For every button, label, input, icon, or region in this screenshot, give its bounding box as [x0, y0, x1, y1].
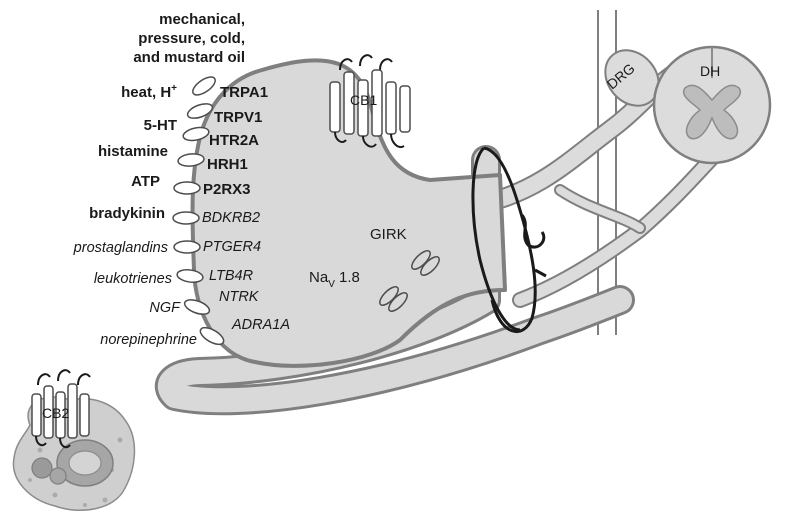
label-cb1: CB1 — [350, 92, 377, 108]
label-ptger4: PTGER4 — [203, 239, 261, 255]
label-p2rx3: P2RX3 — [203, 181, 251, 198]
stimulus-ngf: NGF — [149, 300, 181, 316]
stimulus-mechanical-line2: pressure, cold, — [138, 30, 245, 47]
label-ltb4r: LTB4R — [209, 268, 254, 284]
stimulus-5ht: 5-HT — [144, 117, 177, 134]
receptor-p2rx3 — [174, 182, 200, 194]
stimulus-mechanical-line1: mechanical, — [159, 11, 245, 28]
label-trpa1: TRPA1 — [220, 84, 268, 101]
label-trpv1: TRPV1 — [214, 109, 262, 126]
nerve-branch — [560, 190, 640, 228]
label-ntrk: NTRK — [219, 289, 260, 305]
label-hrh1: HRH1 — [207, 156, 248, 173]
label-cb2: CB2 — [42, 405, 69, 421]
label-nav18-base: Na — [309, 269, 329, 286]
immune-cell-vesicle-2 — [50, 468, 66, 484]
stimulus-leukotrienes: leukotrienes — [94, 271, 172, 287]
wrap-twist — [522, 215, 544, 247]
receptor-bdkrb2 — [173, 212, 199, 224]
stimulus-prostaglandins: prostaglandins — [73, 240, 168, 256]
label-bdkrb2: BDKRB2 — [202, 210, 260, 226]
immune-cell-nucleolus — [69, 451, 101, 475]
receptor-trpa1 — [190, 74, 218, 99]
stimulus-atp: ATP — [131, 173, 160, 190]
stimulus-bradykinin: bradykinin — [89, 205, 165, 222]
stimulus-heat-superscript: + — [171, 83, 177, 94]
immune-cell — [13, 370, 134, 510]
stimulus-heat-text: heat, H — [121, 84, 171, 101]
stimulus-norepinephrine: norepinephrine — [100, 332, 197, 348]
stimulus-histamine: histamine — [98, 143, 168, 160]
stimulus-mechanical-line3: and mustard oil — [133, 49, 245, 66]
receptor-ptger4 — [174, 241, 200, 253]
wrap-tick — [535, 270, 546, 276]
label-dh: DH — [700, 63, 720, 79]
immune-cell-vesicle-1 — [32, 458, 52, 478]
spinal-nerve-pathway — [486, 10, 770, 335]
label-girk: GIRK — [370, 226, 407, 243]
label-adra1a: ADRA1A — [231, 317, 290, 333]
stimulus-heat: heat, H+ — [121, 83, 177, 101]
label-nav18-num: 1.8 — [335, 269, 360, 286]
label-htr2a: HTR2A — [209, 132, 259, 149]
